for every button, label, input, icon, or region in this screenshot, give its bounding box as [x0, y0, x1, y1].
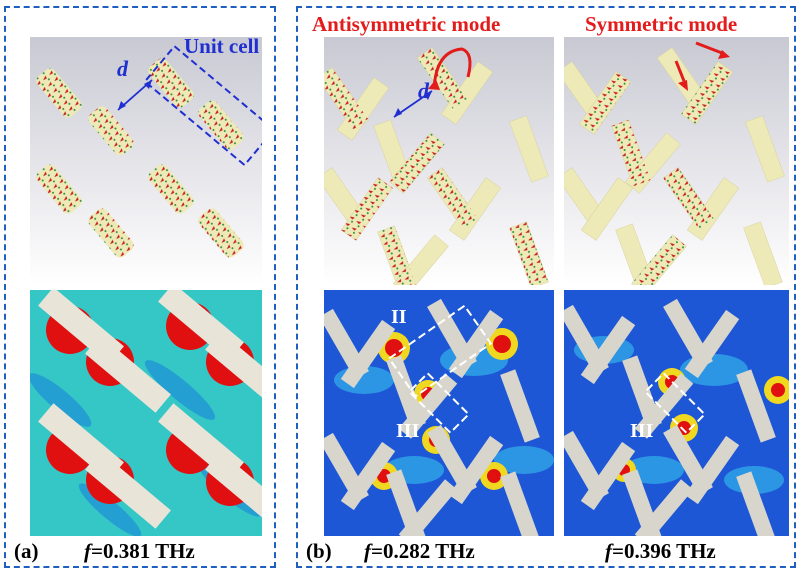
panel-a-current [30, 37, 262, 285]
panel-b-field [324, 290, 554, 536]
panel-a-current-svg [30, 37, 262, 285]
unit-cell-label: Unit cell [184, 34, 260, 58]
region-III-box-b [407, 371, 471, 435]
frame-panel-b [296, 6, 796, 568]
region-III-box-c [643, 371, 707, 435]
frame-panel-a [4, 6, 276, 568]
panel-a-field [30, 290, 262, 536]
panel-a-field-svg [30, 290, 262, 536]
antisymmetric-curved-arrow [432, 47, 472, 90]
antisymmetric-title: Antisymmetric mode [312, 12, 501, 36]
caption-a-f: f [84, 539, 91, 563]
panel-c-field [564, 290, 789, 536]
region-II-box [387, 304, 493, 398]
panel-b-current-svg [324, 37, 554, 285]
d-label-a: d [117, 56, 128, 81]
caption-a-tag: (a) [14, 539, 39, 563]
region-III-label-b: III [396, 420, 420, 442]
caption-a: f=0.381 THz [84, 539, 195, 564]
caption-b: f=0.282 THz [364, 539, 475, 564]
caption-b-f: f [364, 539, 371, 563]
caption-c: f=0.396 THz [605, 539, 716, 564]
caption-a-freq: =0.381 THz [91, 539, 195, 563]
panel-b-field-svg [324, 290, 554, 536]
panel-c-field-svg [564, 290, 789, 536]
caption-c-f: f [605, 539, 612, 563]
caption-b-tag: (b) [306, 539, 332, 563]
panel-c-current [564, 37, 789, 285]
caption-b-freq: =0.282 THz [371, 539, 475, 563]
caption-c-freq: =0.396 THz [612, 539, 716, 563]
field-bars-a [38, 290, 262, 529]
region-III-label-c: III [630, 420, 654, 442]
region-II-label: II [391, 306, 407, 328]
panel-c-current-svg [564, 37, 789, 285]
d-label-b: d [418, 78, 429, 103]
symmetric-arrows [674, 41, 730, 91]
bar-pair-a [36, 58, 244, 258]
symmetric-title: Symmetric mode [585, 12, 738, 36]
panel-b-current [324, 37, 554, 285]
